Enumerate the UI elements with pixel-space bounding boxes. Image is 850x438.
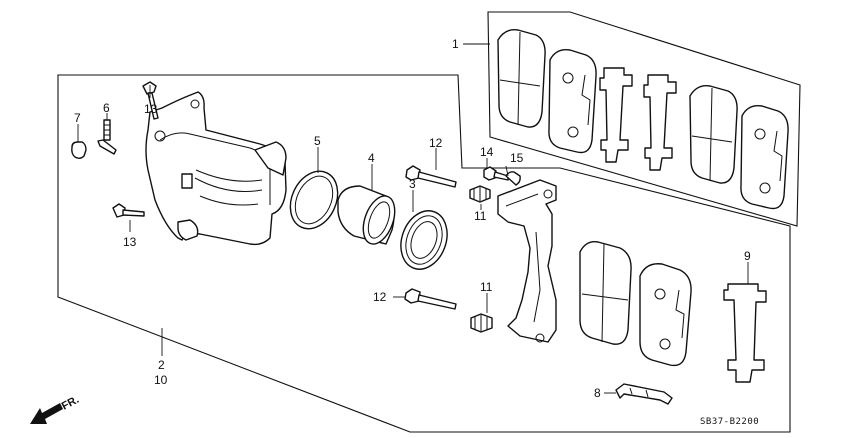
dust-boot [400,210,448,270]
callout-15: 15 [510,151,524,165]
piston-seal [289,170,339,230]
pin-boot-11-lower [470,313,493,333]
wear-indicator-8 [615,383,673,405]
caliper-assembly-frame [57,74,791,433]
callout-7: 7 [74,111,81,125]
caliper-bracket [497,179,557,343]
pad-set-frame-upper [487,11,801,227]
upper-pad-4 [740,105,789,210]
bolt-14 [483,166,509,181]
lower-pad-1 [579,241,632,345]
guide-pin-12-lower [404,288,457,310]
callout-3: 3 [409,177,416,191]
bleeder-screw [97,119,117,155]
caliper-body [145,91,287,246]
callout-9: 9 [744,249,751,263]
callout-4: 4 [368,151,375,165]
callout-13-upper: 13 [144,102,158,116]
callout-11-lower: 11 [480,280,493,294]
diagram-code: SB37-B2200 [700,417,759,427]
callout-2: 2 [158,358,165,372]
upper-pad-3 [689,85,738,184]
upper-shim-2 [643,74,677,171]
front-direction-arrow-icon [30,403,63,424]
callout-14: 14 [480,145,494,159]
callout-12-upper: 12 [429,136,443,150]
bushing-15 [505,171,521,186]
callout-6: 6 [103,101,110,115]
pin-boot-11-upper [469,185,491,203]
callout-8: 8 [594,386,601,400]
pad-shim-9 [723,283,767,383]
callout-5: 5 [314,134,321,148]
guide-pin-12-upper [405,165,457,188]
callout-13-lower: 13 [123,235,137,249]
callout-1: 1 [452,37,459,51]
callout-11-upper: 11 [474,209,487,223]
lower-pad-2 [639,263,692,367]
callout-12-lower: 12 [373,290,387,304]
upper-pad-1 [497,29,546,128]
bleeder-cap [71,141,87,159]
bolt-13-upper [142,81,159,120]
front-direction-label: FR. [60,394,81,413]
upper-pad-2 [548,49,597,154]
callout-10: 10 [154,373,168,387]
piston [337,185,396,245]
bolt-13-lower [112,203,145,218]
upper-shim-1 [599,67,633,163]
